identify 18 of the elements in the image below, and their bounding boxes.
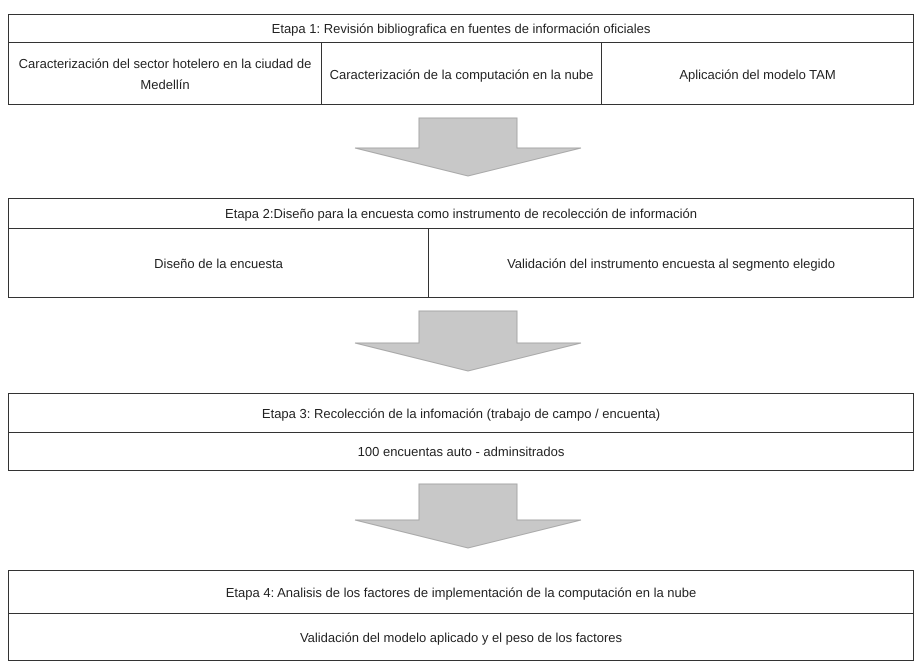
block-arrow — [354, 484, 582, 549]
stage-heading: Etapa 1: Revisión bibliografica en fuentes de información oficiales — [9, 15, 913, 43]
stage-heading: Etapa 2:Diseño para la encuesta como instrumento de recolección de información — [9, 199, 913, 229]
table-cell: Validación del modelo aplicado y el peso de los factores — [9, 614, 913, 660]
stage-table — [8, 393, 914, 471]
block-arrow — [354, 118, 582, 177]
block-arrow — [354, 310, 582, 372]
stage-table — [8, 14, 914, 105]
table-cell: Caracterización de la computación en la nube — [321, 43, 601, 105]
table-cell: Aplicación del modelo TAM — [601, 43, 913, 105]
stage-heading: Etapa 4: Analisis de los factores de implementación de la computación en la nube — [9, 571, 913, 614]
table-cell: 100 encuentas auto - adminsitrados — [9, 433, 913, 470]
table-cell: Caracterización del sector hotelero en la ciudad de Medellín — [9, 43, 321, 105]
table-cell: Validación del instrumento encuesta al segmento elegido — [428, 229, 913, 297]
stage-table — [8, 198, 914, 298]
stage-heading: Etapa 3: Recolección de la infomación (trabajo de campo / encuenta) — [9, 394, 913, 433]
table-cell: Diseño de la encuesta — [9, 229, 428, 297]
stage-table — [8, 570, 914, 661]
